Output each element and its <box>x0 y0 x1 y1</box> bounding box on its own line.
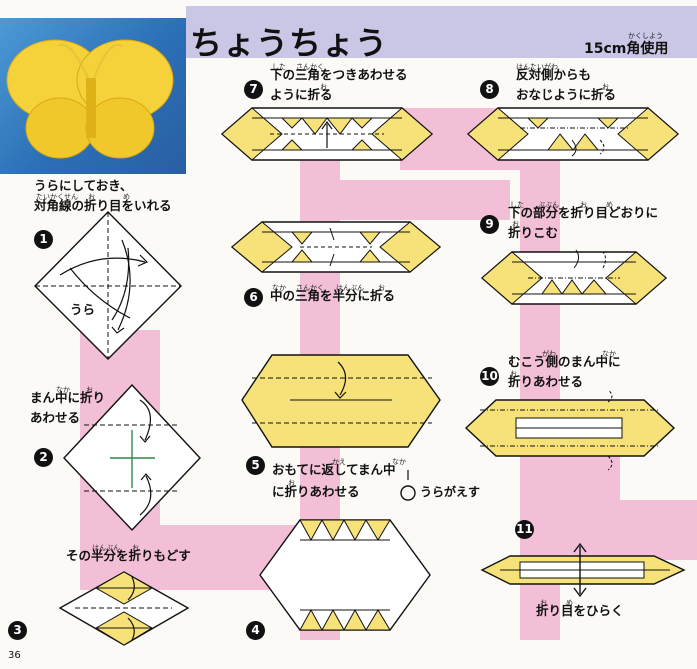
step6-diagram <box>232 222 440 272</box>
step5-diagram <box>242 355 440 447</box>
butterfly-photo <box>0 18 186 174</box>
step9-number: 9 <box>480 215 499 234</box>
step3-line1: その半分を折りもどす <box>66 546 191 566</box>
step7-diagram <box>222 108 432 160</box>
step7-line2: ように折る <box>270 85 333 105</box>
step10-line2: 折りあわせる <box>508 372 583 392</box>
paper-size: 15cm角使用 <box>584 38 668 58</box>
step1-number: 1 <box>34 230 53 249</box>
step8-line2: おなじように折る <box>516 85 616 105</box>
step2-line2: あわせる <box>30 408 80 428</box>
flip-label: うらがえす <box>420 482 480 502</box>
step5-line2: に折りあわせる <box>272 482 360 502</box>
step2-line1: まん中に折り <box>30 388 105 408</box>
step8-line1: 反対側からも <box>516 65 591 85</box>
step11-number: 11 <box>515 520 534 539</box>
step10-number: 10 <box>480 367 499 386</box>
step1-diagram-label: うら <box>70 300 95 320</box>
step4-number: 4 <box>246 621 265 640</box>
butterfly-illustration <box>0 18 186 174</box>
page-title: ちょうちょう <box>190 18 388 64</box>
step9-line2: 折りこむ <box>508 223 558 243</box>
step1-line2: 対角線の折り目をいれる <box>34 196 172 216</box>
step5-number: 5 <box>246 456 265 475</box>
step11-line1: 折り目をひらく <box>536 601 624 621</box>
step8-diagram <box>468 108 678 160</box>
step2-number: 2 <box>34 448 53 467</box>
step6-line1: 中の三角を半分に折る <box>270 286 395 306</box>
step7-line1: 下の三角をつきあわせる <box>270 65 408 85</box>
step9-line1: 下の部分を折り目どおりに <box>508 203 658 223</box>
step6-number: 6 <box>244 288 263 307</box>
step7-number: 7 <box>244 80 263 99</box>
step5-line1: おもてに返してまん中 <box>272 460 396 480</box>
page-number: 36 <box>8 650 21 661</box>
flip-symbol <box>401 470 415 500</box>
step8-number: 8 <box>480 80 499 99</box>
step3-number: 3 <box>8 621 27 640</box>
step9-diagram <box>482 250 666 304</box>
step10-line1: むこう側のまん中に <box>508 352 621 372</box>
